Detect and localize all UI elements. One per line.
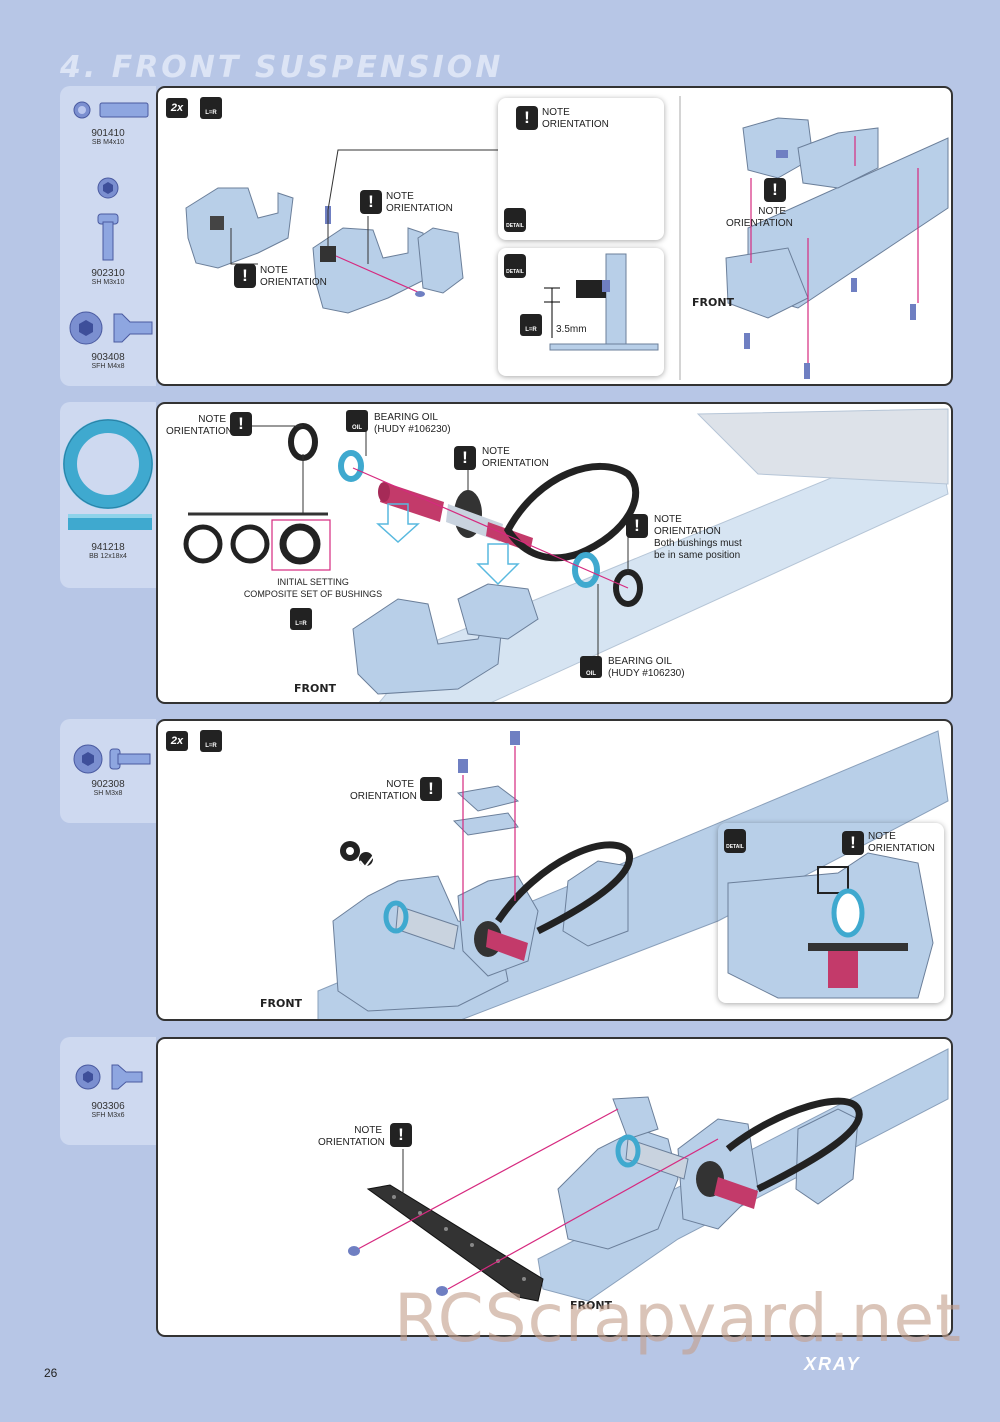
part-941218: 941218 BB 12x18x4	[89, 542, 127, 560]
part-902308: 902308 SH M3x8	[91, 779, 125, 797]
page-title: 4. FRONT SUSPENSION	[60, 50, 504, 85]
part-903408: 903408 SFH M4x8	[91, 352, 125, 370]
brand-logo: XRAY	[804, 1354, 861, 1374]
screw-sfh-m3x6-icon	[75, 1064, 143, 1090]
part-902310: 902310 SH M3x10	[91, 268, 125, 286]
left-right-icon: L=R	[200, 730, 222, 752]
warning-icon: !	[360, 190, 382, 214]
parts-sidebar-step1: 901410 SB M4x10 902310 SH M3x10 903408 S…	[60, 86, 156, 386]
note-orientation: NOTE ORIENTATION	[386, 191, 453, 214]
quantity-badge: 2x	[166, 731, 188, 751]
watermark: RCScrapyard.net	[394, 1280, 962, 1357]
detail-magnifier-icon: DETAIL	[504, 208, 526, 232]
front-label: FRONT	[692, 296, 735, 309]
initial-setting-label: INITIAL SETTING COMPOSITE SET OF BUSHING…	[243, 577, 383, 599]
step1-panel: 2x L=R ! NOTE ORIENTATION ! NOTE ORIENTA…	[156, 86, 953, 386]
dimension-label: 3.5mm	[556, 324, 587, 335]
warning-icon: !	[230, 412, 252, 436]
note-orientation: NOTE ORIENTATION	[166, 414, 233, 437]
left-right-icon: L=R	[200, 97, 222, 119]
parts-sidebar-step2: 941218 BB 12x18x4	[60, 402, 156, 588]
left-right-icon: L=R	[290, 608, 312, 630]
front-label: FRONT	[260, 997, 303, 1010]
step4-illustration	[348, 1048, 949, 1302]
step2-illustration	[183, 408, 949, 702]
detail-box-dimension: DETAIL L=R 3.5mm	[498, 248, 664, 376]
detail-magnifier-icon: DETAIL	[724, 829, 746, 853]
warning-icon: !	[454, 446, 476, 470]
left-right-icon: L=R	[520, 314, 542, 336]
note-orientation: NOTE ORIENTATION	[542, 107, 609, 130]
note-orientation: NOTE ORIENTATION	[726, 206, 793, 229]
detail-box-orientation: ! NOTE ORIENTATION DETAIL	[498, 98, 664, 240]
bearing-oil-note: BEARING OIL (HUDY #106230)	[374, 412, 451, 435]
note-orientation: NOTE ORIENTATION	[318, 1125, 385, 1148]
part-903306: 903306 SFH M3x6	[91, 1101, 125, 1119]
front-label: FRONT	[294, 682, 337, 695]
note-orientation: NOTE ORIENTATION	[350, 779, 417, 802]
step3-panel: 2x L=R NOTE ORIENTATION ! DETAIL ! NOTE …	[156, 719, 953, 1021]
bearing-icon	[63, 419, 153, 530]
part-901410: 901410 SB M4x10	[91, 128, 125, 146]
note-orientation: NOTE ORIENTATION	[868, 831, 935, 854]
warning-icon: !	[626, 514, 648, 538]
warning-icon: !	[234, 264, 256, 288]
screw-sh-m3x8-icon	[73, 744, 151, 774]
page-number: 26	[44, 1366, 58, 1380]
warning-icon: !	[420, 777, 442, 801]
step1-illustration	[185, 96, 949, 380]
oil-icon: OIL	[346, 410, 368, 432]
quantity-badge: 2x	[166, 98, 188, 118]
parts-sidebar-step3: 902308 SH M3x8	[60, 719, 156, 823]
warning-icon: !	[842, 831, 864, 855]
note-orientation: NOTE ORIENTATION	[482, 446, 549, 469]
parts-icons-step1	[69, 101, 153, 345]
step3-illustration	[317, 730, 949, 1019]
step2-panel: NOTE ORIENTATION ! OIL BEARING OIL (HUDY…	[156, 402, 953, 704]
step4-panel: NOTE ORIENTATION ! FRONT	[156, 1037, 953, 1337]
note-orientation: NOTE ORIENTATION	[260, 265, 327, 288]
parts-sidebar-step4: 903306 SFH M3x6	[60, 1037, 156, 1145]
front-label: FRONT	[570, 1299, 613, 1312]
oil-icon: OIL	[580, 656, 602, 678]
detail-box-step3: DETAIL ! NOTE ORIENTATION	[718, 823, 944, 1003]
note-orientation-bushings: NOTE ORIENTATION Both bushings must be i…	[654, 514, 742, 561]
warning-icon: !	[516, 106, 538, 130]
warning-icon: !	[764, 178, 786, 202]
detail-magnifier-icon: DETAIL	[504, 254, 526, 278]
bearing-oil-note: BEARING OIL (HUDY #106230)	[608, 656, 685, 679]
warning-icon: !	[390, 1123, 412, 1147]
